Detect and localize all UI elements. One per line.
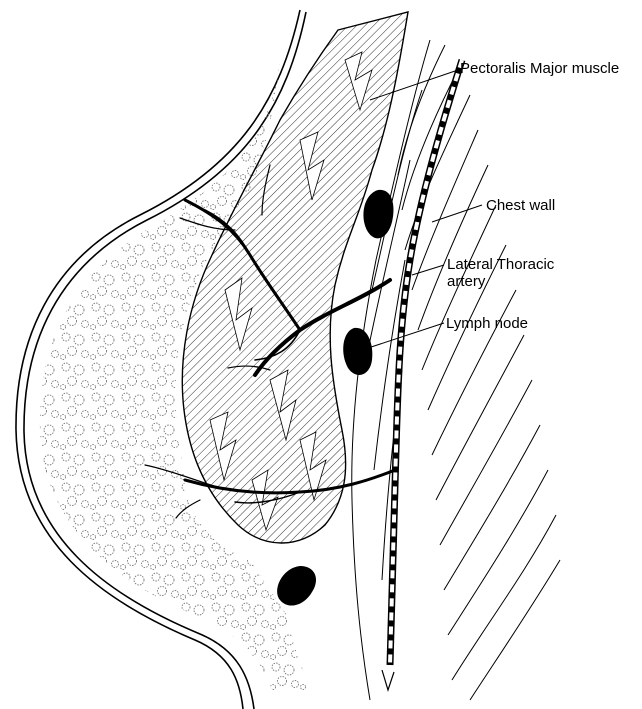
chest-wall — [352, 40, 560, 700]
lymph-node-lower — [277, 566, 316, 606]
chest-wall-label: Chest wall — [486, 197, 555, 214]
lateral-thoracic-artery — [382, 60, 462, 690]
artery-label-line2: artery — [447, 273, 554, 290]
lymph-node-upper — [363, 190, 393, 238]
pectoralis-major-muscle — [182, 12, 408, 543]
lymph-node-label: Lymph node — [446, 315, 528, 332]
pectoralis-major-label: Pectoralis Major muscle — [460, 60, 619, 77]
artery-label-line1: Lateral Thoracic — [447, 256, 554, 273]
lateral-thoracic-artery-label: Lateral Thoracic artery — [447, 256, 554, 290]
lymph-node-middle — [343, 328, 372, 375]
